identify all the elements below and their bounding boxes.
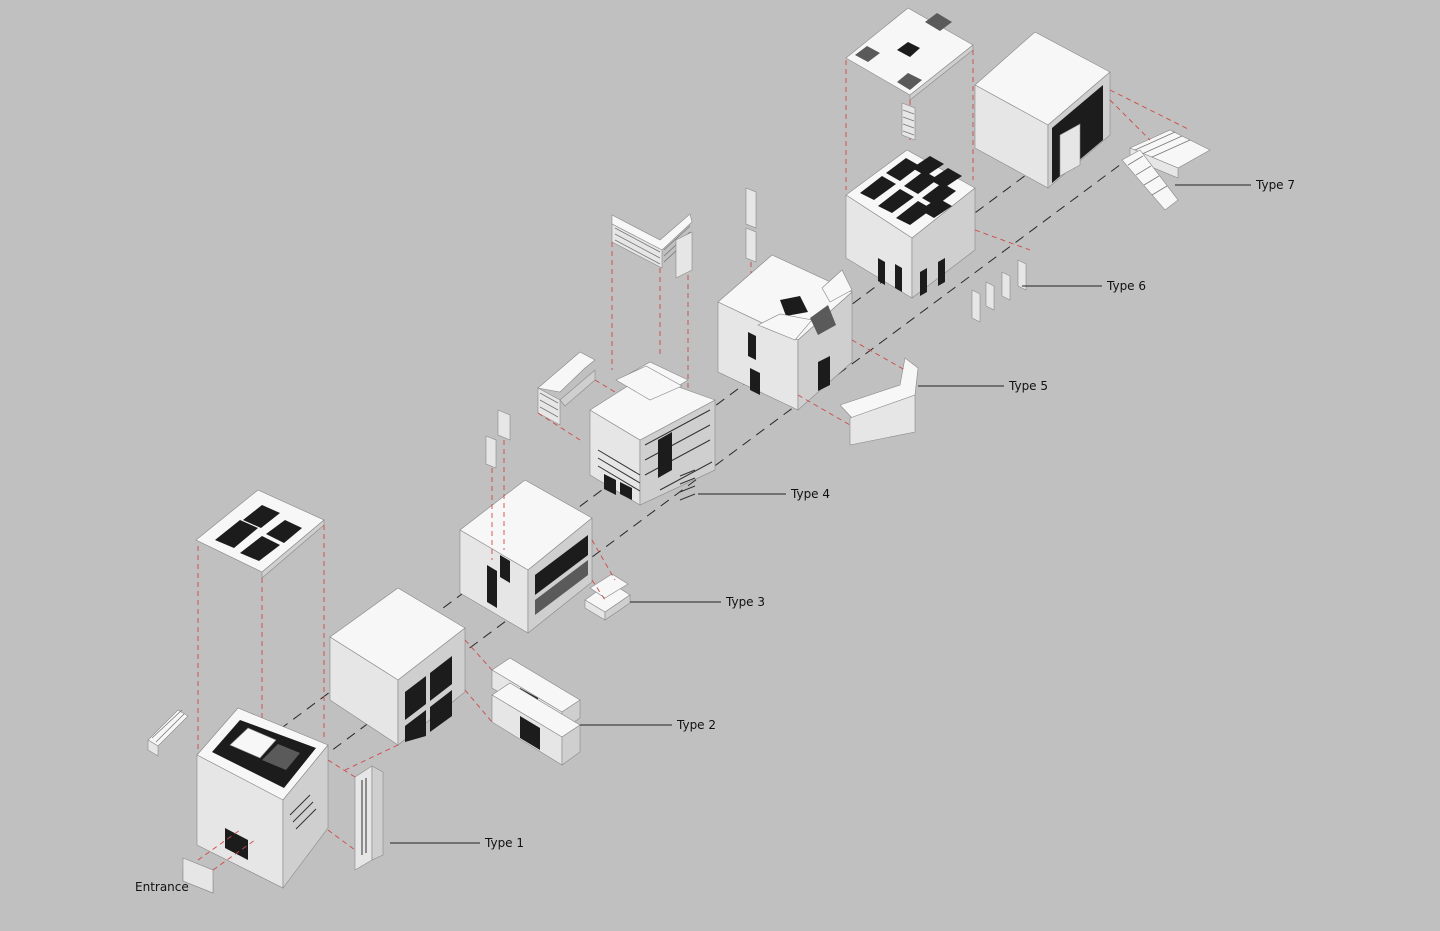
type6-assembly [845, 7, 1031, 323]
labels: Entrance Type 1 Type 2 Type 3 Type 4 Typ… [135, 178, 1295, 894]
type3-assembly [459, 409, 631, 634]
label-type2: Type 2 [676, 718, 716, 732]
label-type4: Type 4 [790, 487, 830, 501]
label-type5: Type 5 [1008, 379, 1048, 393]
type7-assembly [974, 31, 1211, 211]
type5-assembly [717, 187, 919, 446]
label-type3: Type 3 [725, 595, 765, 609]
label-type1: Type 1 [484, 836, 524, 850]
label-entrance: Entrance [135, 880, 189, 894]
type2-assembly [329, 587, 581, 771]
label-type6: Type 6 [1106, 279, 1146, 293]
type4-assembly [537, 213, 716, 506]
type1-assembly [147, 489, 384, 894]
label-type7: Type 7 [1255, 178, 1295, 192]
